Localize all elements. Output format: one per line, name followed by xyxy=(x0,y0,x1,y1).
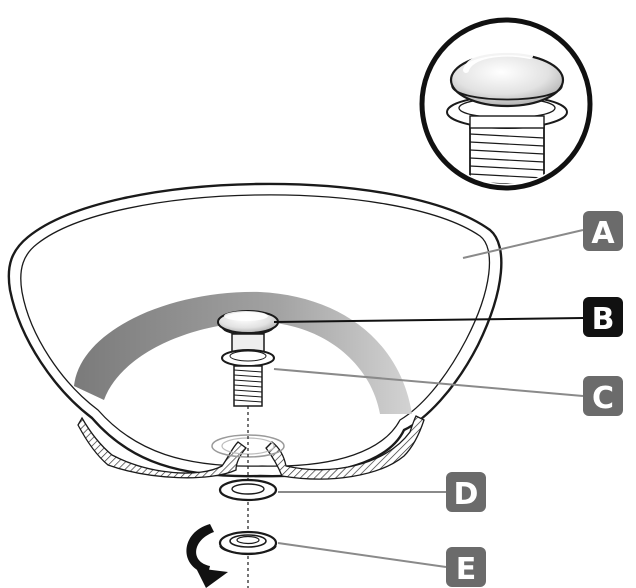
part-e-lock-nut xyxy=(218,530,278,556)
callout-label-c: C xyxy=(592,381,614,416)
leader-lines xyxy=(273,229,584,568)
callout-label-d: D xyxy=(454,477,479,512)
basin-shadow-arc xyxy=(74,291,412,414)
part-b-pop-up-cap xyxy=(217,310,279,336)
basin-section-hatch xyxy=(77,416,247,479)
leader-line-a xyxy=(462,229,584,259)
callout-label-e: E xyxy=(456,552,477,587)
leader-line-c xyxy=(273,368,584,397)
callout-b: B xyxy=(583,297,623,337)
callout-a: A xyxy=(583,211,623,251)
pop-up-drain-detail-icon xyxy=(419,17,593,191)
part-d-washer xyxy=(218,478,278,502)
callout-label-b: B xyxy=(592,302,615,337)
leader-line-e xyxy=(277,542,447,568)
drain-body-threads xyxy=(233,365,263,407)
basin-section-hatch-right xyxy=(265,415,425,480)
callout-label-a: A xyxy=(591,216,615,251)
curved-arrow-icon xyxy=(186,524,228,588)
callout-e: E xyxy=(446,547,486,587)
leader-line-b xyxy=(273,317,584,323)
part-c-drain-body xyxy=(221,333,275,407)
callout-c: C xyxy=(583,376,623,416)
callout-d: D xyxy=(446,472,486,512)
